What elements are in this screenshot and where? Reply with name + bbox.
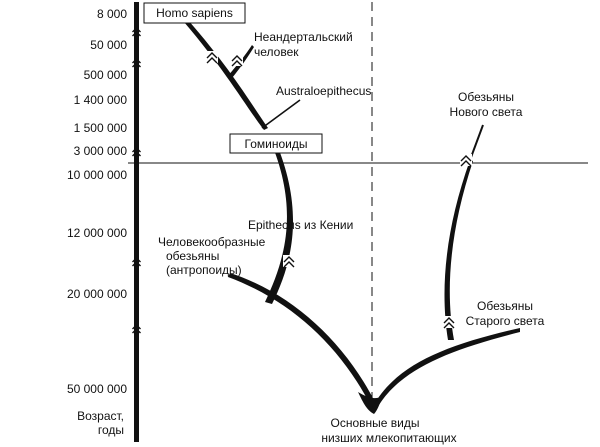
axis-break-mark: [132, 27, 141, 37]
branch-break-marks: [206, 51, 472, 329]
branch-break-mark: [283, 255, 295, 268]
new-world-label-line1: Обезьяны: [458, 90, 514, 104]
base-label-line1: Основные виды: [331, 416, 420, 430]
branch-australopithecus: [261, 99, 301, 129]
tick-label: 20 000 000: [67, 287, 127, 301]
tick-label: 1 500 000: [74, 121, 128, 135]
hominoids-label: Гоминоиды: [245, 137, 308, 151]
apes-label-line2: обезьяны: [166, 249, 219, 263]
tick-label: 3 000 000: [74, 144, 128, 158]
branch-new-world: [444, 160, 473, 340]
branch-break-mark: [460, 154, 472, 167]
neanderthal-label-line2: человек: [254, 45, 299, 59]
apes-label-line3: (антропоиды): [166, 263, 242, 277]
hominoids-box: [229, 133, 323, 154]
branch-human-line: [184, 20, 268, 130]
tick-label: 8 000: [97, 7, 127, 21]
homo-sapiens-label: Homo sapiens: [156, 6, 233, 20]
branch-old-world: [372, 328, 520, 410]
neanderthal-label-line1: Неандертальский: [254, 30, 353, 44]
time-axis-bar: [134, 2, 139, 442]
new-world-label-line2: Нового света: [450, 105, 523, 119]
axis-break-mark: [132, 147, 141, 157]
tick-label: 1 400 000: [74, 93, 128, 107]
old-world-label-line1: Обезьяны: [477, 299, 533, 313]
tick-label: 50 000 000: [67, 382, 127, 396]
branch-break-mark: [443, 316, 455, 329]
axis-break-marks: [132, 27, 141, 334]
axis-break-mark: [132, 257, 141, 267]
tick-label: 50 000: [90, 38, 127, 52]
homo-sapiens-box: [143, 2, 246, 24]
epithecus-label: Epithecus из Кении: [248, 218, 353, 232]
tick-label: 10 000 000: [67, 168, 127, 182]
axis-break-mark: [132, 324, 141, 334]
time-axis-ticks: 8 000 50 000 500 000 1 400 000 1 500 000…: [67, 7, 127, 396]
old-world-label-line2: Старого света: [466, 314, 545, 328]
time-axis-label-line2: годы: [98, 423, 124, 437]
time-axis-label-line1: Возраст,: [77, 409, 124, 423]
australopithecus-label: Australoepithecus: [276, 84, 371, 98]
base-label-line2: низших млекопитающих: [321, 431, 456, 445]
tick-label: 12 000 000: [67, 226, 127, 240]
branch-anthropoids-base: [228, 273, 376, 408]
axis-break-mark: [132, 58, 141, 68]
branch-new-world-top: [469, 124, 484, 161]
tick-label: 500 000: [84, 68, 128, 82]
branch-break-mark: [231, 54, 243, 67]
apes-label-line1: Человекообразные: [158, 235, 266, 249]
branch-break-mark: [206, 51, 218, 64]
